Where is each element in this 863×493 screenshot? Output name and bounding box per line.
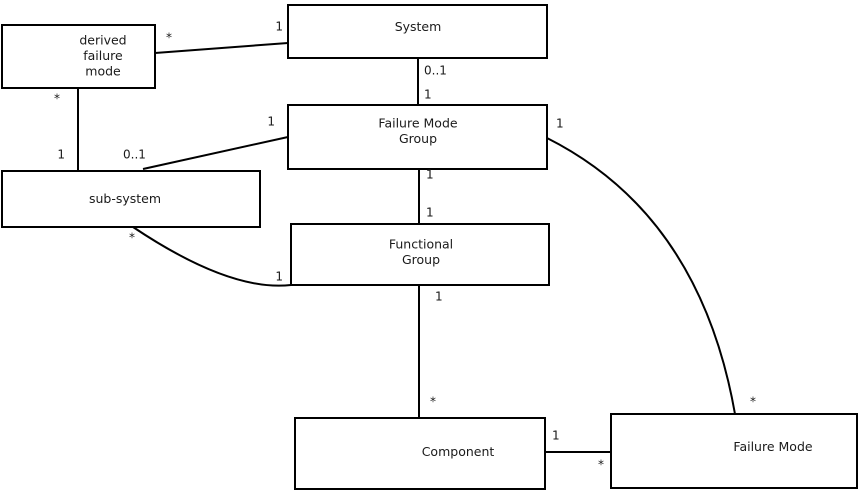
association-sub-system--failure-mode-group[interactable] — [142, 136, 289, 170]
association-derived-failure-mode--system[interactable] — [154, 42, 289, 54]
multiplicity-label-mult-subsystem-up: 1 — [57, 148, 65, 162]
multiplicity-label-mult-system-down: 0..1 — [424, 64, 447, 78]
class-box-outline-failure-mode-group — [287, 104, 548, 170]
multiplicity-label-mult-fg-from-subsystem: 1 — [275, 270, 283, 284]
multiplicity-label-mult-dfm-to-system: * — [166, 31, 172, 45]
class-box-outline-failure-mode — [610, 413, 858, 489]
class-box-outline-derived-failure-mode — [1, 24, 156, 89]
class-box-component[interactable]: Component — [294, 417, 546, 490]
multiplicity-label-mult-dfm-down: * — [54, 92, 60, 106]
multiplicities-layer: * 1 0..1 1 * 1 0..1 1 1 1 1 * 1 1 * 1 * * — [54, 20, 756, 472]
multiplicity-label-mult-fmg-from-subsystem: 1 — [267, 115, 275, 129]
class-box-outline-functional-group — [290, 223, 550, 286]
multiplicity-label-mult-failure-mode-left: * — [598, 458, 604, 472]
class-box-outline-system — [287, 4, 548, 59]
multiplicity-label-mult-failure-mode-top: * — [750, 395, 756, 409]
multiplicity-label-mult-fmg-right: 1 — [556, 117, 564, 131]
multiplicity-label-mult-subsystem-curve: * — [129, 231, 135, 245]
class-name-sub-system: sub-system — [89, 191, 161, 206]
class-name-system: System — [395, 19, 442, 34]
class-box-failure-mode[interactable]: Failure Mode — [610, 413, 858, 489]
association-failure-mode-group--failure-mode[interactable] — [546, 137, 736, 415]
multiplicity-label-mult-fg-up: 1 — [426, 206, 434, 220]
class-box-outline-sub-system — [1, 170, 261, 228]
multiplicity-label-mult-system-from-dfm: 1 — [275, 20, 283, 34]
class-name-failure-mode: Failure Mode — [733, 439, 812, 454]
class-box-sub-system[interactable]: sub-system — [1, 170, 261, 228]
multiplicity-label-mult-fg-down: 1 — [435, 290, 443, 304]
class-box-outline-component — [294, 417, 546, 490]
associations-layer — [77, 42, 736, 453]
multiplicity-label-mult-fmg-up: 1 — [424, 88, 432, 102]
multiplicity-label-mult-component-up: * — [430, 395, 436, 409]
association-sub-system--functional-group[interactable] — [132, 226, 292, 287]
class-name-component: Component — [422, 444, 495, 459]
multiplicity-label-mult-subsystem-to-fmg: 0..1 — [123, 148, 146, 162]
multiplicity-label-mult-fmg-down: 1 — [426, 168, 434, 182]
multiplicity-label-mult-component-right: 1 — [552, 429, 560, 443]
class-box-system[interactable]: System — [287, 4, 548, 59]
